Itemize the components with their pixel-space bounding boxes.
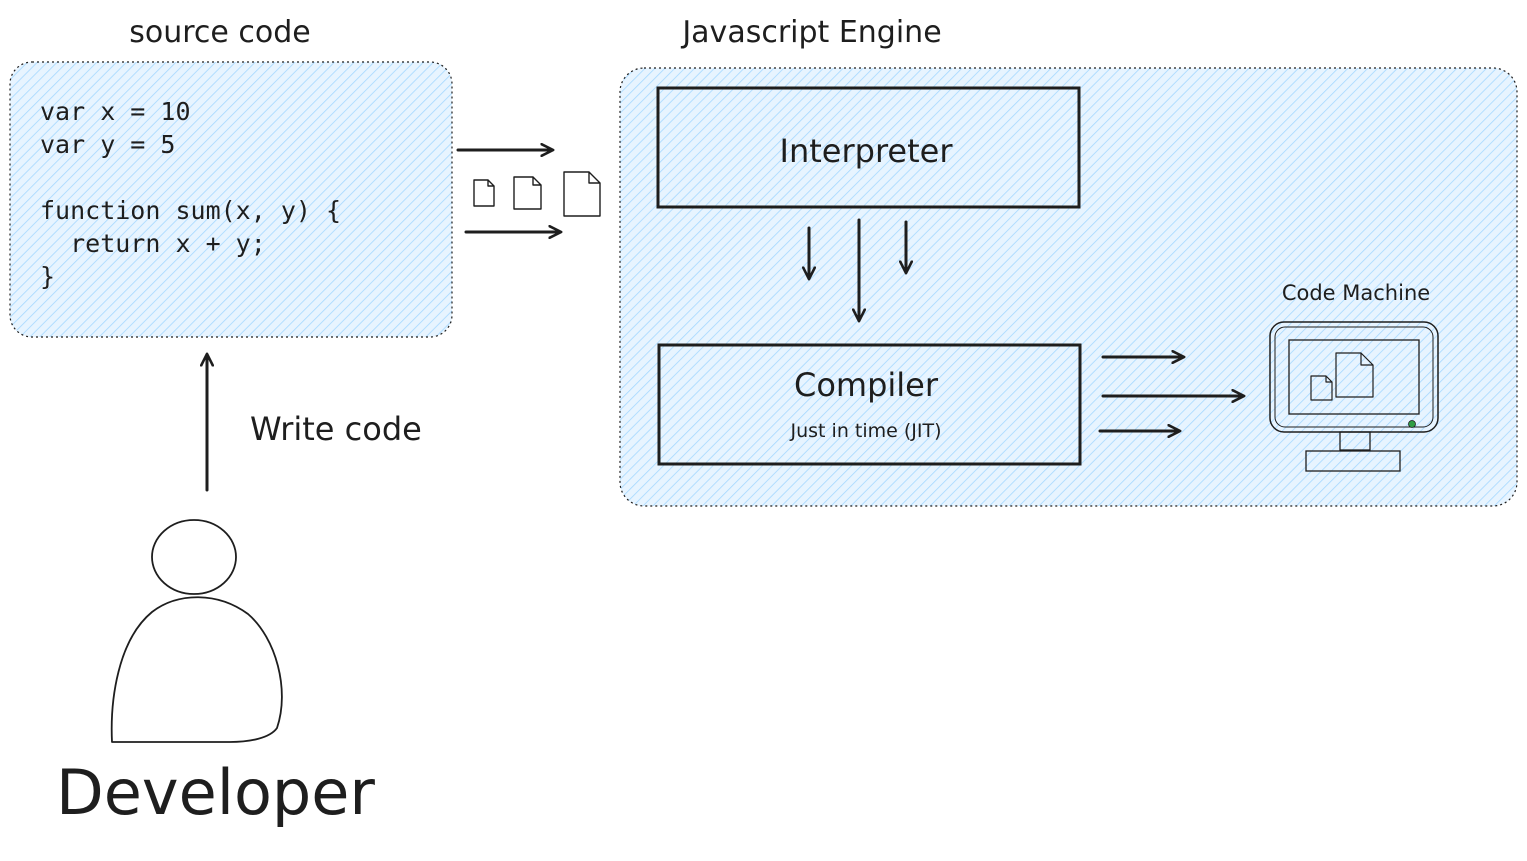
file-icon (1335, 352, 1374, 398)
interpreter-label: Interpreter (780, 132, 954, 170)
file-icon (1310, 375, 1333, 401)
source-code-title: source code (129, 15, 311, 50)
engine-panel: Javascript Engine Interpreter Compiler J… (619, 15, 1518, 507)
machine-label: Code Machine (1282, 281, 1430, 305)
engine-title: Javascript Engine (680, 15, 941, 50)
developer-head-icon (151, 519, 237, 595)
code-line: return x + y; (40, 229, 266, 258)
code-block: var x = 10 var y = 5 function sum(x, y) … (40, 97, 341, 291)
compiler-box (657, 343, 1082, 466)
engine-box (619, 67, 1518, 507)
source-to-engine-arrows (456, 150, 601, 232)
code-line: var x = 10 (40, 97, 191, 126)
code-line: } (40, 262, 55, 291)
developer: Write code Developer (56, 355, 422, 829)
code-line: var y = 5 (40, 130, 175, 159)
monitor-icon (1269, 321, 1439, 472)
compiler-sublabel: Just in time (JIT) (790, 420, 942, 442)
developer-body-icon (110, 596, 283, 743)
developer-label: Developer (56, 756, 375, 829)
interpreter-box (656, 86, 1081, 209)
write-code-label: Write code (250, 410, 422, 448)
source-code-panel: source code var x = 10 var y = 5 functio… (9, 15, 453, 338)
file-icon (473, 179, 495, 207)
file-icon (513, 176, 542, 210)
code-line: function sum(x, y) { (40, 196, 341, 225)
compiler-label: Compiler (794, 366, 939, 404)
source-code-box (9, 61, 453, 338)
file-icon (563, 171, 601, 217)
